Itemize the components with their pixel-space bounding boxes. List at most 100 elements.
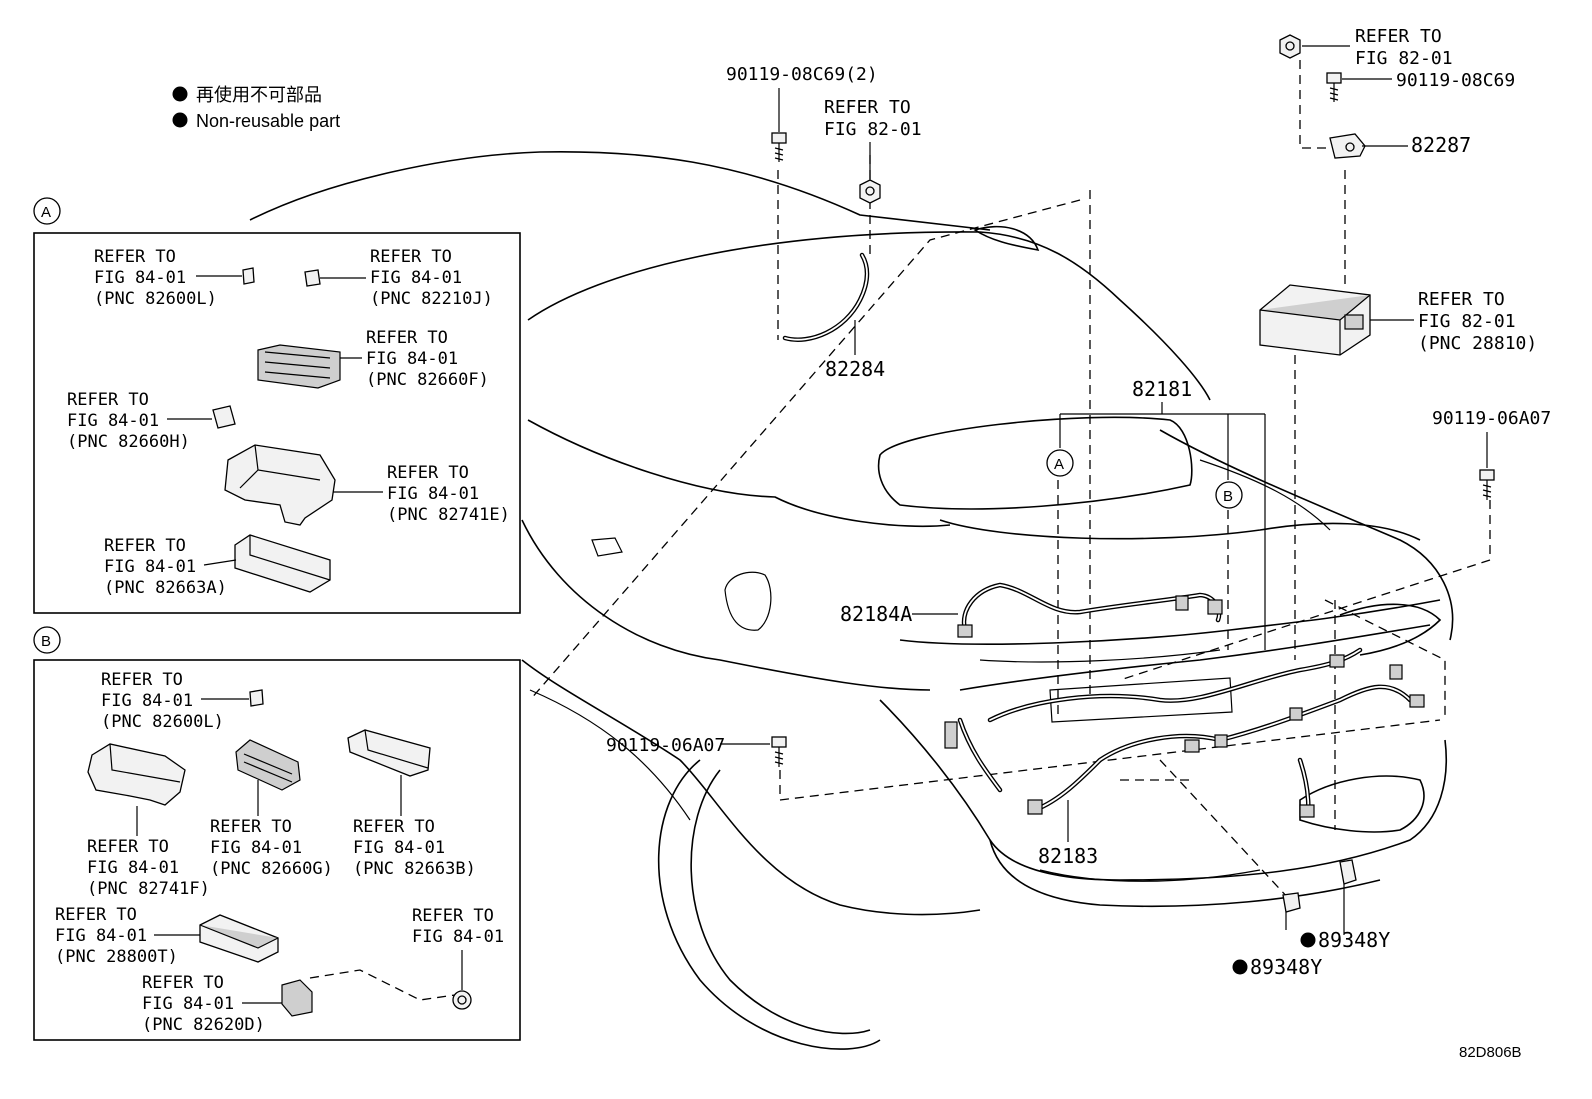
refer-pnc-label: (PNC 28810) [1418,333,1537,354]
relay-icon [304,269,321,287]
refer-pnc-label: (PNC 82663A) [104,578,227,598]
bolt-90119-06a07-right-label: 90119-06A07 [1432,408,1551,429]
refer-fig-label: FIG 84-01 [104,557,196,577]
marker-a-label: A [1054,456,1064,473]
cover-icon [234,534,331,593]
refer-fig-label: FIG 84-01 [87,858,179,878]
box-a-frame [33,232,521,614]
refer-fig-label: FIG 82-01 [824,119,922,140]
refer-to-label: REFER TO [366,328,448,348]
figure-code: 82D806B [1459,1044,1522,1061]
refer-fig-label: FIG 82-01 [1355,48,1453,69]
car-body-illustration [249,150,1454,1050]
refer-pnc-label: (PNC 82660G) [210,859,333,879]
bracket-82287-icon [1329,133,1366,159]
refer-to-label: REFER TO [87,837,169,857]
box-a-marker-circle [33,197,61,225]
non-reusable-dot-icon [1232,959,1248,975]
refer-fig-label: FIG 84-01 [142,994,234,1014]
ecu-icon [199,914,279,963]
refer-fig-label: FIG 84-01 [55,926,147,946]
refer-pnc-label: (PNC 82660H) [67,432,190,452]
refer-fig-label: FIG 84-01 [370,268,462,288]
bolt-icon [1326,72,1342,102]
refer-pnc-label: (PNC 82210J) [370,289,493,309]
clip-icon [1282,892,1301,930]
refer-fig-label: FIG 84-01 [94,268,186,288]
refer-to-label: REFER TO [824,97,911,118]
junction-block-icon [235,739,301,791]
legend-japanese: 再使用不可部品 [196,85,322,105]
bolt-icon [771,736,787,767]
parts [771,34,1495,935]
refer-pnc-label: (PNC 82600L) [94,289,217,309]
ecu-icon [1259,284,1371,356]
refer-to-label: REFER TO [1418,289,1505,310]
refer-fig-label: FIG 84-01 [412,927,504,947]
clip-icon [1339,859,1357,935]
clip-89348y-left-label: 89348Y [1250,955,1322,979]
non-reusable-dot-icon [1300,932,1316,948]
grommet-icon [452,990,472,1010]
refer-pnc-label: (PNC 82660F) [366,370,489,390]
marker-b-circle [1215,481,1243,509]
refer-fig-label: FIG 84-01 [353,838,445,858]
non-reusable-dot-icon [172,86,188,102]
bolt-90119-08c69-label: 90119-08C69 [1396,70,1515,91]
part-82183-label: 82183 [1038,844,1098,868]
part-82181-label: 82181 [1132,377,1192,401]
connector-icon [242,267,255,285]
connector-icon [249,689,264,707]
marker-b-label: B [1223,488,1233,505]
box-b-marker-label: B [41,633,51,650]
refer-fig-label: FIG 84-01 [387,484,479,504]
guide-lines [309,60,1491,1001]
refer-fig-label: FIG 84-01 [101,691,193,711]
refer-fig-label: FIG 84-01 [366,349,458,369]
refer-fig-label: FIG 82-01 [1418,311,1516,332]
legend: 再使用不可部品 Non-reusable part [172,85,340,131]
part-82287-label: 82287 [1411,133,1471,157]
clip-89348y-right-label: 89348Y [1318,928,1390,952]
box-b-marker-circle [33,626,61,654]
wire-harnesses [782,252,1425,818]
refer-pnc-label: (PNC 28800T) [55,947,178,967]
refer-to-label: REFER TO [353,817,435,837]
refer-to-label: REFER TO [210,817,292,837]
refer-pnc-label: (PNC 82663B) [353,859,476,879]
refer-to-label: REFER TO [142,973,224,993]
refer-to-label: REFER TO [370,247,452,267]
refer-to-label: REFER TO [412,906,494,926]
bolt-icon [1479,469,1495,500]
bolt-90119-06a07-left-label: 90119-06A07 [606,735,725,756]
refer-fig-label: FIG 84-01 [67,411,159,431]
inset-box-a: A REFER TO FIG 84-01 (PNC 82600L) REFER … [33,197,521,614]
junction-block-icon [257,344,341,389]
relay-block-icon [87,743,186,806]
relay-icon [212,405,236,429]
sensor-icon [281,979,313,1017]
legend-english: Non-reusable part [196,111,340,131]
box-b-frame [33,659,521,1041]
refer-pnc-label: (PNC 82620D) [142,1015,265,1035]
non-reusable-dot-icon [172,112,188,128]
main-labels: 90119-08C69(2) REFER TO FIG 82-01 82284 … [606,26,1551,1061]
refer-pnc-label: (PNC 82600L) [101,712,224,732]
refer-to-label: REFER TO [1355,26,1442,47]
refer-to-label: REFER TO [55,905,137,925]
inset-box-b: B REFER TO FIG 84-01 (PNC 826 [33,626,521,1041]
refer-pnc-label: (PNC 82741E) [387,505,510,525]
box-a-marker-label: A [41,204,51,221]
marker-a-circle [1046,449,1074,477]
refer-to-label: REFER TO [104,536,186,556]
part-82284-label: 82284 [825,357,885,381]
refer-pnc-label: (PNC 82741F) [87,879,210,899]
cover-icon [347,729,431,777]
bolt-90119-08c69-2-label: 90119-08C69(2) [726,64,878,85]
relay-block-icon [224,444,336,526]
refer-to-label: REFER TO [67,390,149,410]
nut-icon [1279,34,1301,59]
refer-to-label: REFER TO [101,670,183,690]
part-82184a-label: 82184A [840,602,912,626]
